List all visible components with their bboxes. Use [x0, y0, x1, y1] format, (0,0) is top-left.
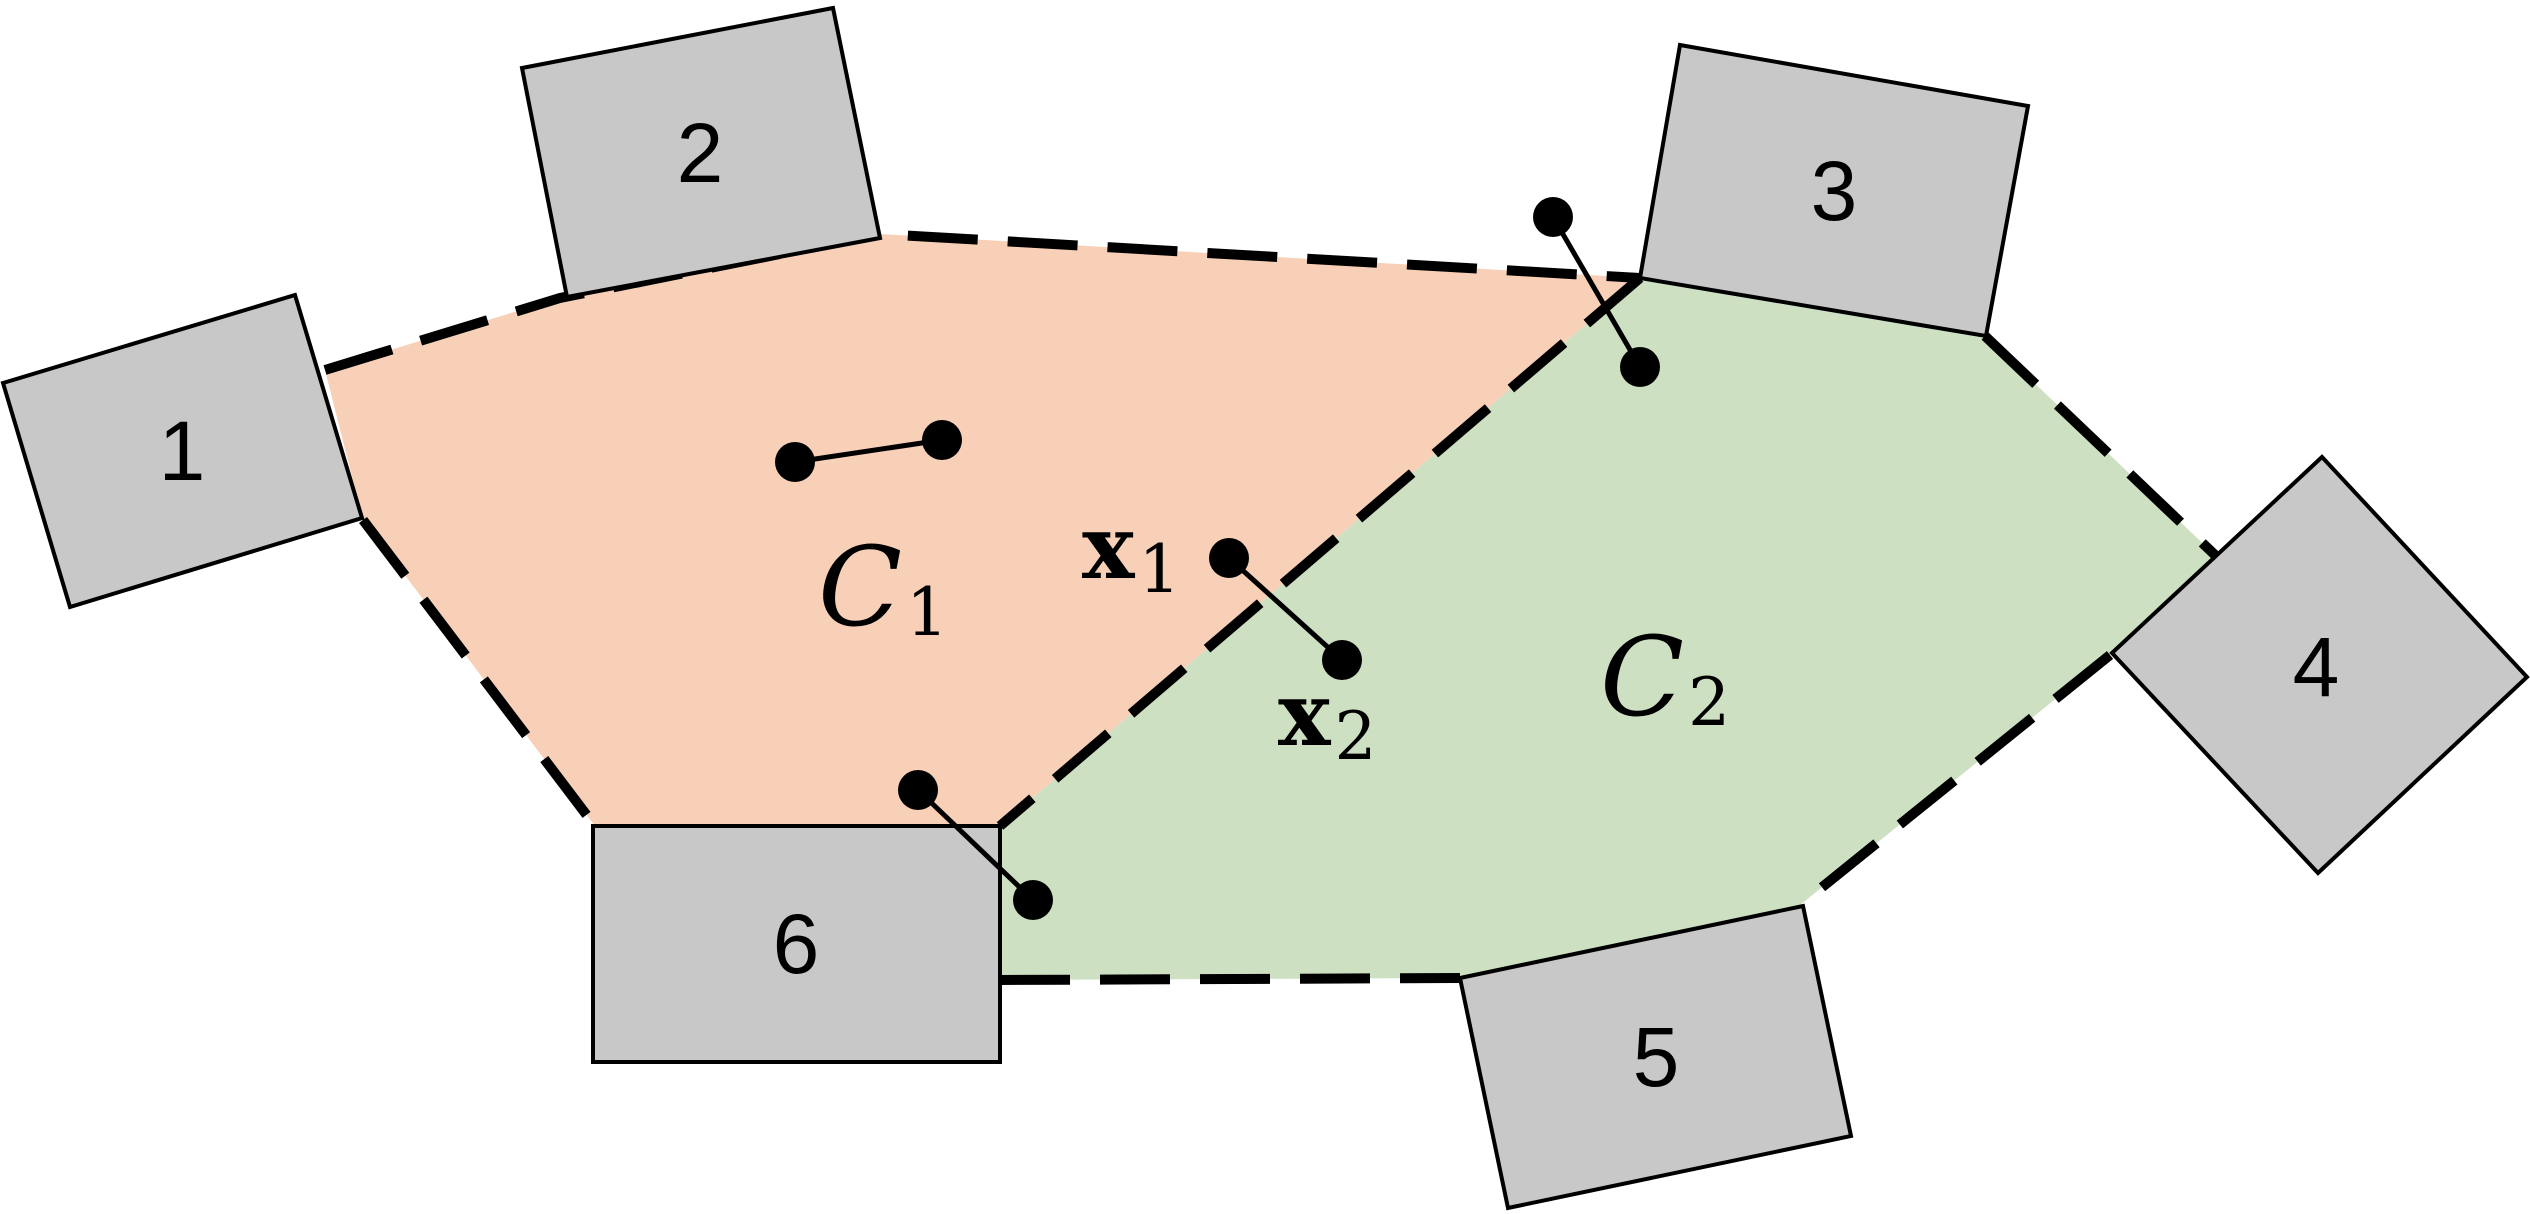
point: [775, 442, 815, 482]
box-2-label: 2: [677, 106, 724, 200]
segment-x1-x2: [1209, 538, 1362, 680]
segment-near-box-6: [898, 770, 1053, 920]
boundary-c2-bottom: [999, 973, 1461, 985]
point: [1620, 347, 1660, 387]
box-6-label: 6: [773, 897, 820, 991]
boundary-c1-left: [359, 516, 599, 830]
region-c2: [1000, 278, 2215, 980]
box-4: 4: [2109, 454, 2530, 876]
region-c2-label: C2: [1600, 613, 1730, 741]
point: [1533, 197, 1573, 237]
segment-c1-interior: [775, 420, 962, 482]
box-1: 1: [0, 292, 365, 610]
boundary-shared: [996, 274, 1644, 830]
point-x2: [1322, 640, 1362, 680]
box-1-label: 1: [159, 404, 206, 498]
point: [922, 420, 962, 460]
region-c1: [325, 234, 1640, 826]
box-6: 6: [591, 824, 1002, 1064]
boundary-c2-right-upper: [1981, 332, 2219, 559]
box-2: 2: [519, 5, 883, 300]
box-3-label: 3: [1811, 144, 1858, 238]
region-c1-label: C1: [818, 523, 948, 651]
point-x2-label: x2: [1278, 662, 1376, 775]
point: [898, 770, 938, 810]
box-3: 3: [1637, 42, 2031, 339]
boundary-c2-right-lower: [1796, 651, 2114, 909]
segment-near-box-3: [1533, 197, 1660, 387]
box-4-label: 4: [2293, 620, 2340, 714]
point-x1: [1209, 538, 1249, 578]
point-x1-label: x1: [1082, 495, 1180, 608]
box-5: 5: [1457, 903, 1854, 1211]
box-5-label: 5: [1633, 1010, 1680, 1104]
point: [1013, 880, 1053, 920]
